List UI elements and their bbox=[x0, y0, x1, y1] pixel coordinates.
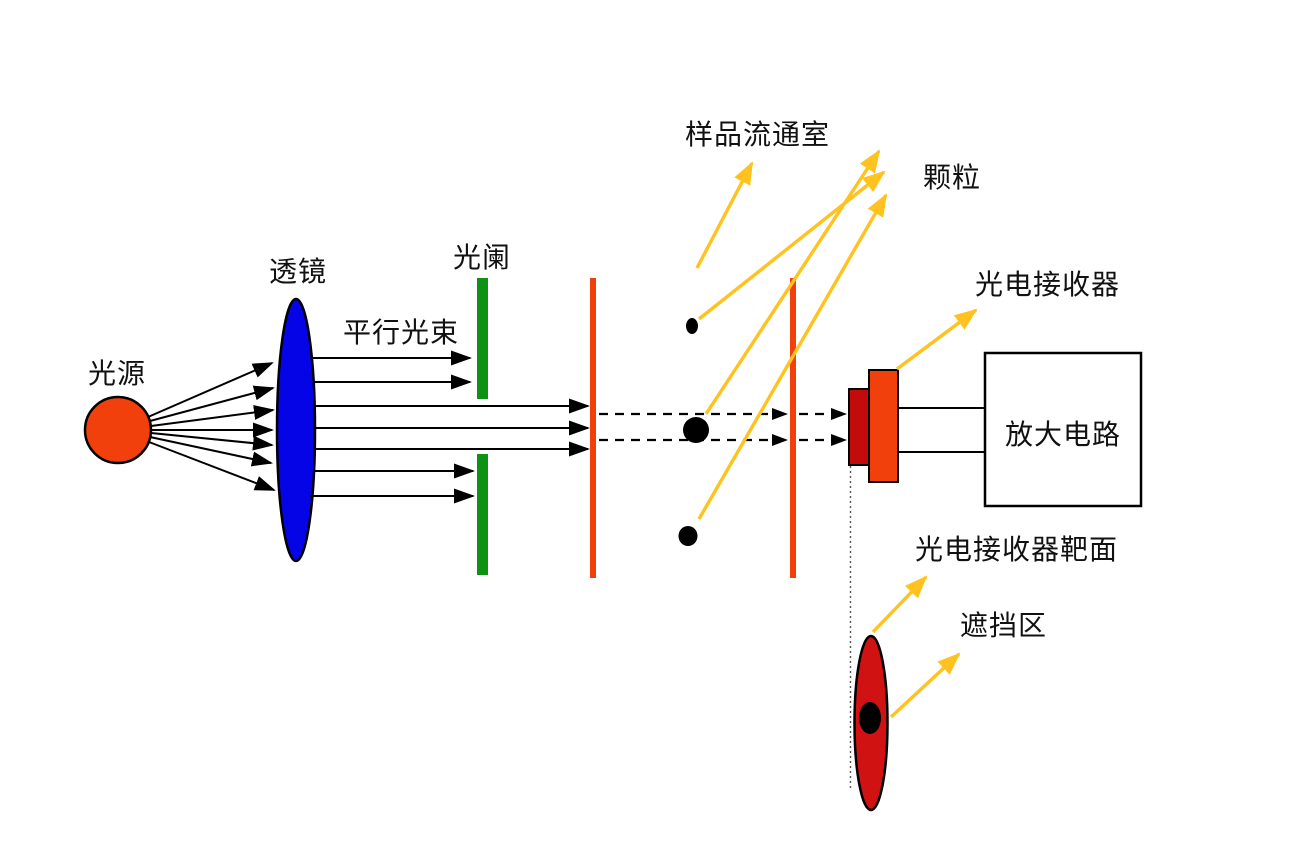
particles-group bbox=[678, 318, 709, 546]
label-lens: 透镜 bbox=[269, 256, 328, 287]
label-receiver-target: 光电接收器靶面 bbox=[915, 534, 1119, 565]
label-parallel-beam: 平行光束 bbox=[343, 317, 460, 348]
label-sample-cell: 样品流通室 bbox=[685, 119, 831, 150]
target-face-pointer-arrow bbox=[871, 575, 928, 634]
label-amplifier: 放大电路 bbox=[1004, 419, 1121, 450]
annotation-arrows bbox=[695, 149, 978, 719]
aperture-bar-top bbox=[477, 278, 488, 399]
aperture-bar-bottom bbox=[477, 454, 488, 575]
source-rays bbox=[147, 362, 276, 491]
receiver-body bbox=[868, 369, 899, 483]
label-light-source: 光源 bbox=[88, 358, 147, 389]
flow-cell-wall-left bbox=[590, 278, 596, 578]
label-aperture: 光阑 bbox=[453, 242, 512, 273]
parallel-rays bbox=[310, 350, 590, 504]
flow-cell-wall-right bbox=[790, 278, 796, 578]
light-ray bbox=[148, 441, 276, 491]
sample-cell-pointer-arrow bbox=[695, 161, 754, 269]
lens-ellipse bbox=[275, 297, 317, 563]
photo-receiver-pointer-arrow bbox=[895, 308, 978, 371]
blocking-zone-pointer-arrow bbox=[889, 652, 961, 719]
receiver-front-plate bbox=[848, 388, 871, 466]
particle-bottom bbox=[678, 526, 698, 546]
particle-top bbox=[686, 318, 698, 334]
receiver-target-face bbox=[853, 634, 889, 812]
photo-receiver bbox=[848, 369, 899, 483]
light-source-circle bbox=[83, 395, 153, 465]
detector-wires bbox=[897, 407, 985, 453]
light-ray bbox=[150, 432, 274, 451]
particle-pointer-arrow bbox=[704, 149, 881, 415]
light-ray bbox=[149, 436, 273, 467]
aperture-bars bbox=[477, 278, 488, 575]
label-photo-receiver: 光电接收器 bbox=[975, 269, 1121, 300]
amplifier-box bbox=[983, 351, 1143, 508]
dashed-beams bbox=[599, 408, 847, 446]
label-blocking-zone: 遮挡区 bbox=[960, 610, 1048, 641]
particle-pointer-arrow bbox=[697, 193, 888, 520]
light-ray bbox=[147, 362, 274, 418]
light-ray bbox=[150, 405, 275, 427]
blocking-zone-dot bbox=[859, 702, 881, 734]
particle-middle bbox=[683, 417, 709, 443]
particle-pointer-arrow bbox=[697, 170, 886, 321]
flow-cell-walls bbox=[590, 278, 796, 578]
light-ray bbox=[149, 385, 275, 422]
label-particles: 颗粒 bbox=[923, 162, 982, 193]
